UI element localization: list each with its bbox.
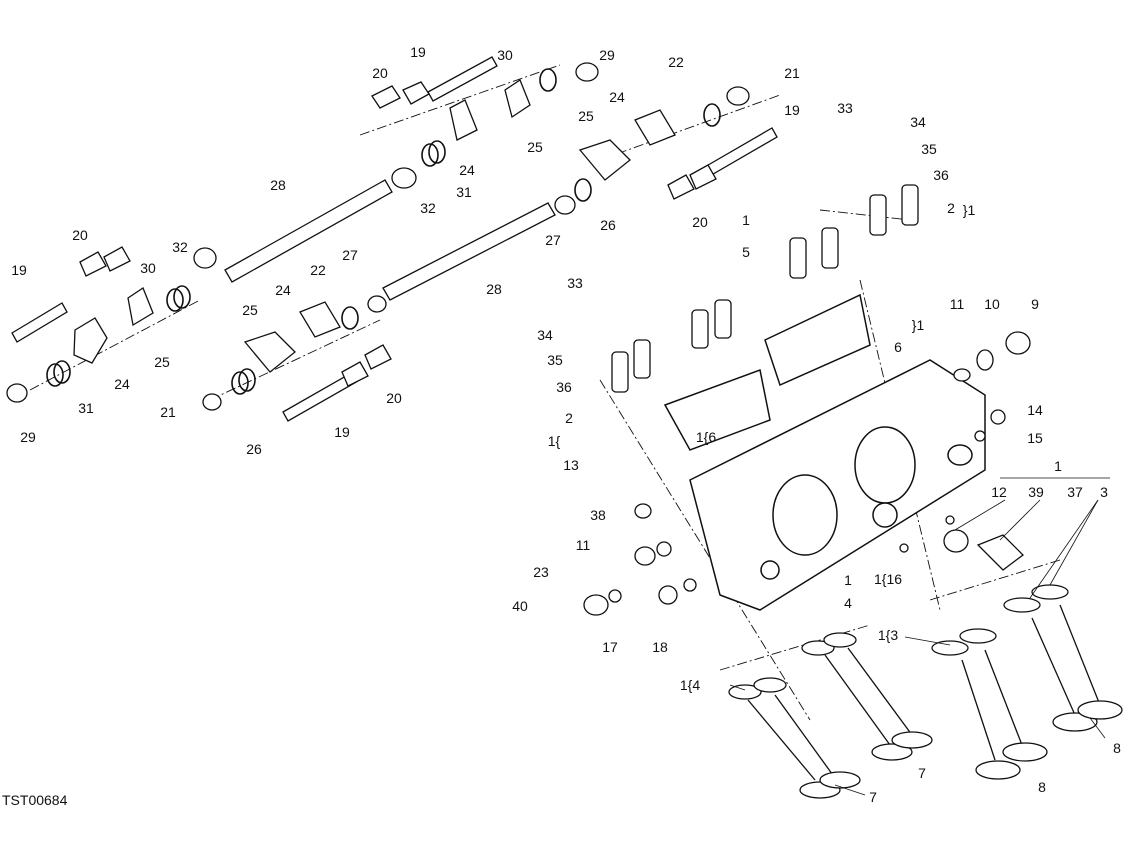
part-callout-36: 36	[933, 167, 949, 183]
part-callout-19: 19	[410, 44, 426, 60]
part-callout-14: 14	[1027, 402, 1043, 418]
camshaft-upper	[224, 179, 556, 301]
part-callout-22: 22	[310, 262, 326, 278]
part-callout-25: 25	[527, 139, 543, 155]
part-callout-35: 35	[547, 352, 563, 368]
part-callout-3: 3	[1100, 484, 1108, 500]
part-callout-11: 11	[575, 537, 591, 553]
part-callout-19: 19	[334, 424, 350, 440]
part-callout-33: 33	[567, 275, 583, 291]
part-callout-1: 1	[1054, 458, 1062, 474]
part-callout-19: 19	[11, 262, 27, 278]
part-callout-20: 20	[386, 390, 402, 406]
part-callout-8: 8	[1038, 779, 1046, 795]
rocker-pins	[11, 56, 778, 422]
part-callout-1: }1	[962, 202, 976, 218]
part-callout-13: 13	[563, 457, 579, 473]
part-callout-35: 35	[921, 141, 937, 157]
diagram-code: TST00684	[2, 792, 68, 808]
plugs-washers	[583, 331, 1031, 616]
part-callout-28: 28	[486, 281, 502, 297]
dash-dot-axis-lines	[29, 64, 1061, 721]
part-callout-20: 20	[72, 227, 88, 243]
bushings	[6, 62, 750, 411]
part-callout-116: 1{16	[873, 571, 903, 587]
part-callout-16: 1{6	[695, 429, 717, 445]
part-callout-23: 23	[533, 564, 549, 580]
part-callout-9: 9	[1031, 296, 1039, 312]
part-callout-31: 31	[78, 400, 94, 416]
part-callout-24: 24	[114, 376, 130, 392]
part-callout-13: 1{3	[877, 627, 899, 643]
part-callout-38: 38	[590, 507, 606, 523]
part-callout-39: 39	[1028, 484, 1044, 500]
cylinder-head	[663, 293, 986, 611]
part-callout-25: 25	[578, 108, 594, 124]
part-callout-19: 19	[784, 102, 800, 118]
part-callout-30: 30	[497, 47, 513, 63]
part-callout-32: 32	[172, 239, 188, 255]
part-callout-10: 10	[984, 296, 1000, 312]
part-callout-24: 24	[459, 162, 475, 178]
part-callout-4: 4	[844, 595, 852, 611]
leader-lines	[729, 477, 1110, 796]
part-callout-34: 34	[910, 114, 926, 130]
part-callout-2: 2	[947, 200, 955, 216]
part-callout-36: 36	[556, 379, 572, 395]
part-callout-31: 31	[456, 184, 472, 200]
part-callout-40: 40	[512, 598, 528, 614]
part-callout-11: 11	[949, 296, 965, 312]
part-callout-22: 22	[668, 54, 684, 70]
part-callout-26: 26	[246, 441, 262, 457]
part-callout-2: 2	[565, 410, 573, 426]
part-callout-1: 1	[844, 572, 852, 588]
part-callout-20: 20	[372, 65, 388, 81]
torsion-springs	[46, 68, 721, 395]
part-callout-26: 26	[600, 217, 616, 233]
part-callout-17: 17	[602, 639, 618, 655]
part-callout-6: 6	[894, 339, 902, 355]
part-callout-7: 7	[869, 789, 877, 805]
part-callout-12: 12	[991, 484, 1007, 500]
part-callout-24: 24	[609, 89, 625, 105]
part-callout-7: 7	[918, 765, 926, 781]
valves	[728, 584, 1123, 799]
part-callout-24: 24	[275, 282, 291, 298]
part-callout-29: 29	[599, 47, 615, 63]
part-callout-21: 21	[160, 404, 176, 420]
part-callout-29: 29	[20, 429, 36, 445]
part-callout-8: 8	[1113, 740, 1121, 756]
valve-tappets	[611, 184, 919, 393]
part-callout-32: 32	[420, 200, 436, 216]
part-callout-25: 25	[154, 354, 170, 370]
part-callout-28: 28	[270, 177, 286, 193]
part-callout-14: 1{4	[679, 677, 701, 693]
part-callout-5: 5	[742, 244, 750, 260]
part-callout-20: 20	[692, 214, 708, 230]
part-callout-27: 27	[342, 247, 358, 263]
part-callout-34: 34	[537, 327, 553, 343]
part-callout-18: 18	[652, 639, 668, 655]
part-callout-1: }1	[911, 317, 925, 333]
part-callout-33: 33	[837, 100, 853, 116]
part-callout-25: 25	[242, 302, 258, 318]
part-callout-30: 30	[140, 260, 156, 276]
part-callout-37: 37	[1067, 484, 1083, 500]
rocker-arms	[73, 79, 717, 387]
part-callout-1: 1{	[547, 433, 561, 449]
part-callout-27: 27	[545, 232, 561, 248]
part-callout-1: 1	[742, 212, 750, 228]
part-callout-15: 15	[1027, 430, 1043, 446]
part-callout-21: 21	[784, 65, 800, 81]
